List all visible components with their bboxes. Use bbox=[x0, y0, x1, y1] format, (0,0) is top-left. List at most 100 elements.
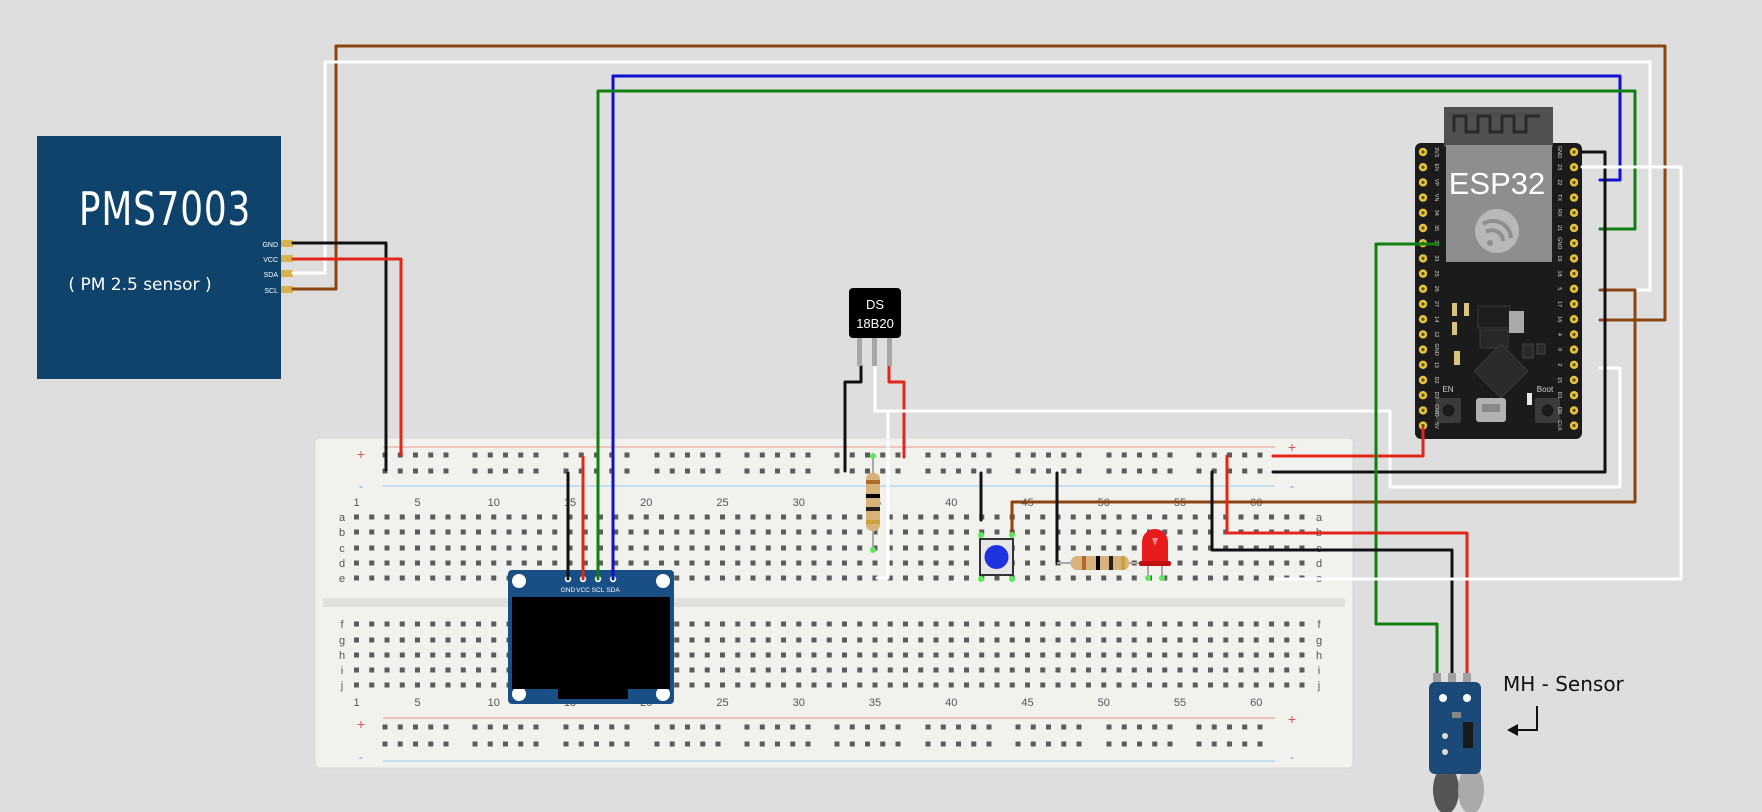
breadboard-hole[interactable] bbox=[1269, 637, 1274, 643]
breadboard-hole[interactable] bbox=[964, 637, 969, 643]
breadboard-hole[interactable] bbox=[415, 652, 420, 658]
breadboard-hole[interactable] bbox=[1040, 682, 1046, 688]
breadboard-hole[interactable] bbox=[643, 514, 649, 520]
rail-hole[interactable] bbox=[654, 741, 660, 747]
rail-hole[interactable] bbox=[397, 468, 403, 474]
rail-hole[interactable] bbox=[1227, 724, 1232, 730]
breadboard-hole[interactable] bbox=[872, 560, 878, 566]
wire-pms-sda[interactable] bbox=[291, 60, 1652, 292]
breadboard-hole[interactable] bbox=[857, 560, 863, 566]
breadboard-hole[interactable] bbox=[1269, 621, 1274, 627]
breadboard-hole[interactable] bbox=[903, 560, 908, 566]
breadboard-hole[interactable] bbox=[1009, 637, 1015, 643]
rail-hole[interactable] bbox=[715, 724, 721, 730]
breadboard-hole[interactable] bbox=[857, 529, 863, 535]
breadboard-hole[interactable] bbox=[598, 560, 603, 566]
breadboard-hole[interactable] bbox=[1238, 667, 1244, 673]
breadboard-hole[interactable] bbox=[735, 560, 741, 566]
rail-hole[interactable] bbox=[956, 468, 961, 474]
breadboard-hole[interactable] bbox=[537, 560, 542, 566]
rail-hole[interactable] bbox=[744, 741, 750, 747]
breadboard-hole[interactable] bbox=[1208, 621, 1213, 627]
breadboard-hole[interactable] bbox=[1070, 514, 1076, 520]
breadboard-hole[interactable] bbox=[872, 529, 878, 535]
breadboard-hole[interactable] bbox=[750, 545, 756, 551]
rail-hole[interactable] bbox=[1196, 468, 1202, 474]
breadboard-hole[interactable] bbox=[430, 652, 436, 658]
breadboard-hole[interactable] bbox=[689, 545, 695, 551]
breadboard-hole[interactable] bbox=[628, 529, 634, 535]
breadboard-hole[interactable] bbox=[1009, 667, 1015, 673]
breadboard-hole[interactable] bbox=[674, 545, 680, 551]
breadboard-hole[interactable] bbox=[1116, 682, 1122, 688]
breadboard-hole[interactable] bbox=[979, 529, 985, 535]
breadboard-hole[interactable] bbox=[460, 621, 466, 627]
breadboard-hole[interactable] bbox=[476, 682, 481, 688]
rail-hole[interactable] bbox=[715, 741, 721, 747]
rail-hole[interactable] bbox=[1242, 452, 1248, 458]
breadboard-hole[interactable] bbox=[613, 529, 619, 535]
rail-hole[interactable] bbox=[940, 468, 946, 474]
wire-esp32-row-e[interactable] bbox=[1273, 165, 1683, 581]
breadboard-hole[interactable] bbox=[918, 514, 924, 520]
breadboard-hole[interactable] bbox=[857, 652, 863, 658]
breadboard-hole[interactable] bbox=[460, 560, 466, 566]
breadboard-hole[interactable] bbox=[1192, 514, 1198, 520]
breadboard-hole[interactable] bbox=[1025, 621, 1030, 627]
rail-hole[interactable] bbox=[1167, 724, 1173, 730]
rail-hole[interactable] bbox=[533, 452, 539, 458]
breadboard-hole[interactable] bbox=[460, 667, 466, 673]
breadboard-hole[interactable] bbox=[948, 667, 954, 673]
breadboard-hole[interactable] bbox=[948, 682, 954, 688]
breadboard-hole[interactable] bbox=[1223, 682, 1229, 688]
breadboard-hole[interactable] bbox=[872, 652, 878, 658]
breadboard-hole[interactable] bbox=[1177, 667, 1183, 673]
rail-hole[interactable] bbox=[1061, 468, 1067, 474]
breadboard-hole[interactable] bbox=[491, 575, 497, 581]
rail-hole[interactable] bbox=[669, 468, 675, 474]
rail-hole[interactable] bbox=[925, 741, 931, 747]
rail-hole[interactable] bbox=[413, 741, 418, 747]
breadboard-hole[interactable] bbox=[1299, 514, 1305, 520]
rail-hole[interactable] bbox=[1227, 452, 1232, 458]
rail-hole[interactable] bbox=[1076, 741, 1082, 747]
breadboard-hole[interactable] bbox=[811, 652, 817, 658]
rail-hole[interactable] bbox=[849, 724, 855, 730]
breadboard-hole[interactable] bbox=[369, 621, 375, 627]
wire-oled-sda[interactable] bbox=[611, 74, 1622, 581]
breadboard-hole[interactable] bbox=[384, 545, 390, 551]
rail-hole[interactable] bbox=[1152, 724, 1158, 730]
rail-hole[interactable] bbox=[1121, 468, 1127, 474]
breadboard-hole[interactable] bbox=[1040, 637, 1046, 643]
breadboard-hole[interactable] bbox=[1162, 637, 1168, 643]
breadboard-hole[interactable] bbox=[781, 545, 786, 551]
rail-hole[interactable] bbox=[956, 724, 961, 730]
rail-hole[interactable] bbox=[563, 452, 569, 458]
breadboard-hole[interactable] bbox=[598, 529, 603, 535]
breadboard-hole[interactable] bbox=[903, 575, 908, 581]
breadboard-hole[interactable] bbox=[1070, 621, 1076, 627]
rail-hole[interactable] bbox=[1076, 724, 1082, 730]
rail-hole[interactable] bbox=[1242, 741, 1248, 747]
breadboard-hole[interactable] bbox=[842, 621, 847, 627]
breadboard-hole[interactable] bbox=[720, 667, 725, 673]
wire-mh-gnd[interactable] bbox=[1210, 470, 1454, 680]
breadboard-hole[interactable] bbox=[887, 529, 893, 535]
rail-hole[interactable] bbox=[472, 724, 478, 730]
rail-hole[interactable] bbox=[895, 452, 901, 458]
rail-hole[interactable] bbox=[533, 468, 539, 474]
breadboard-hole[interactable] bbox=[826, 514, 832, 520]
breadboard-hole[interactable] bbox=[674, 514, 680, 520]
rail-hole[interactable] bbox=[1015, 468, 1021, 474]
rail-hole[interactable] bbox=[700, 452, 706, 458]
breadboard-hole[interactable] bbox=[1086, 682, 1091, 688]
breadboard-hole[interactable] bbox=[399, 545, 405, 551]
breadboard-hole[interactable] bbox=[1269, 682, 1274, 688]
breadboard-hole[interactable] bbox=[811, 575, 817, 581]
breadboard-hole[interactable] bbox=[430, 667, 436, 673]
breadboard-hole[interactable] bbox=[491, 514, 497, 520]
breadboard-hole[interactable] bbox=[826, 652, 832, 658]
breadboard-hole[interactable] bbox=[933, 667, 939, 673]
breadboard-hole[interactable] bbox=[476, 575, 481, 581]
breadboard-hole[interactable] bbox=[720, 621, 725, 627]
